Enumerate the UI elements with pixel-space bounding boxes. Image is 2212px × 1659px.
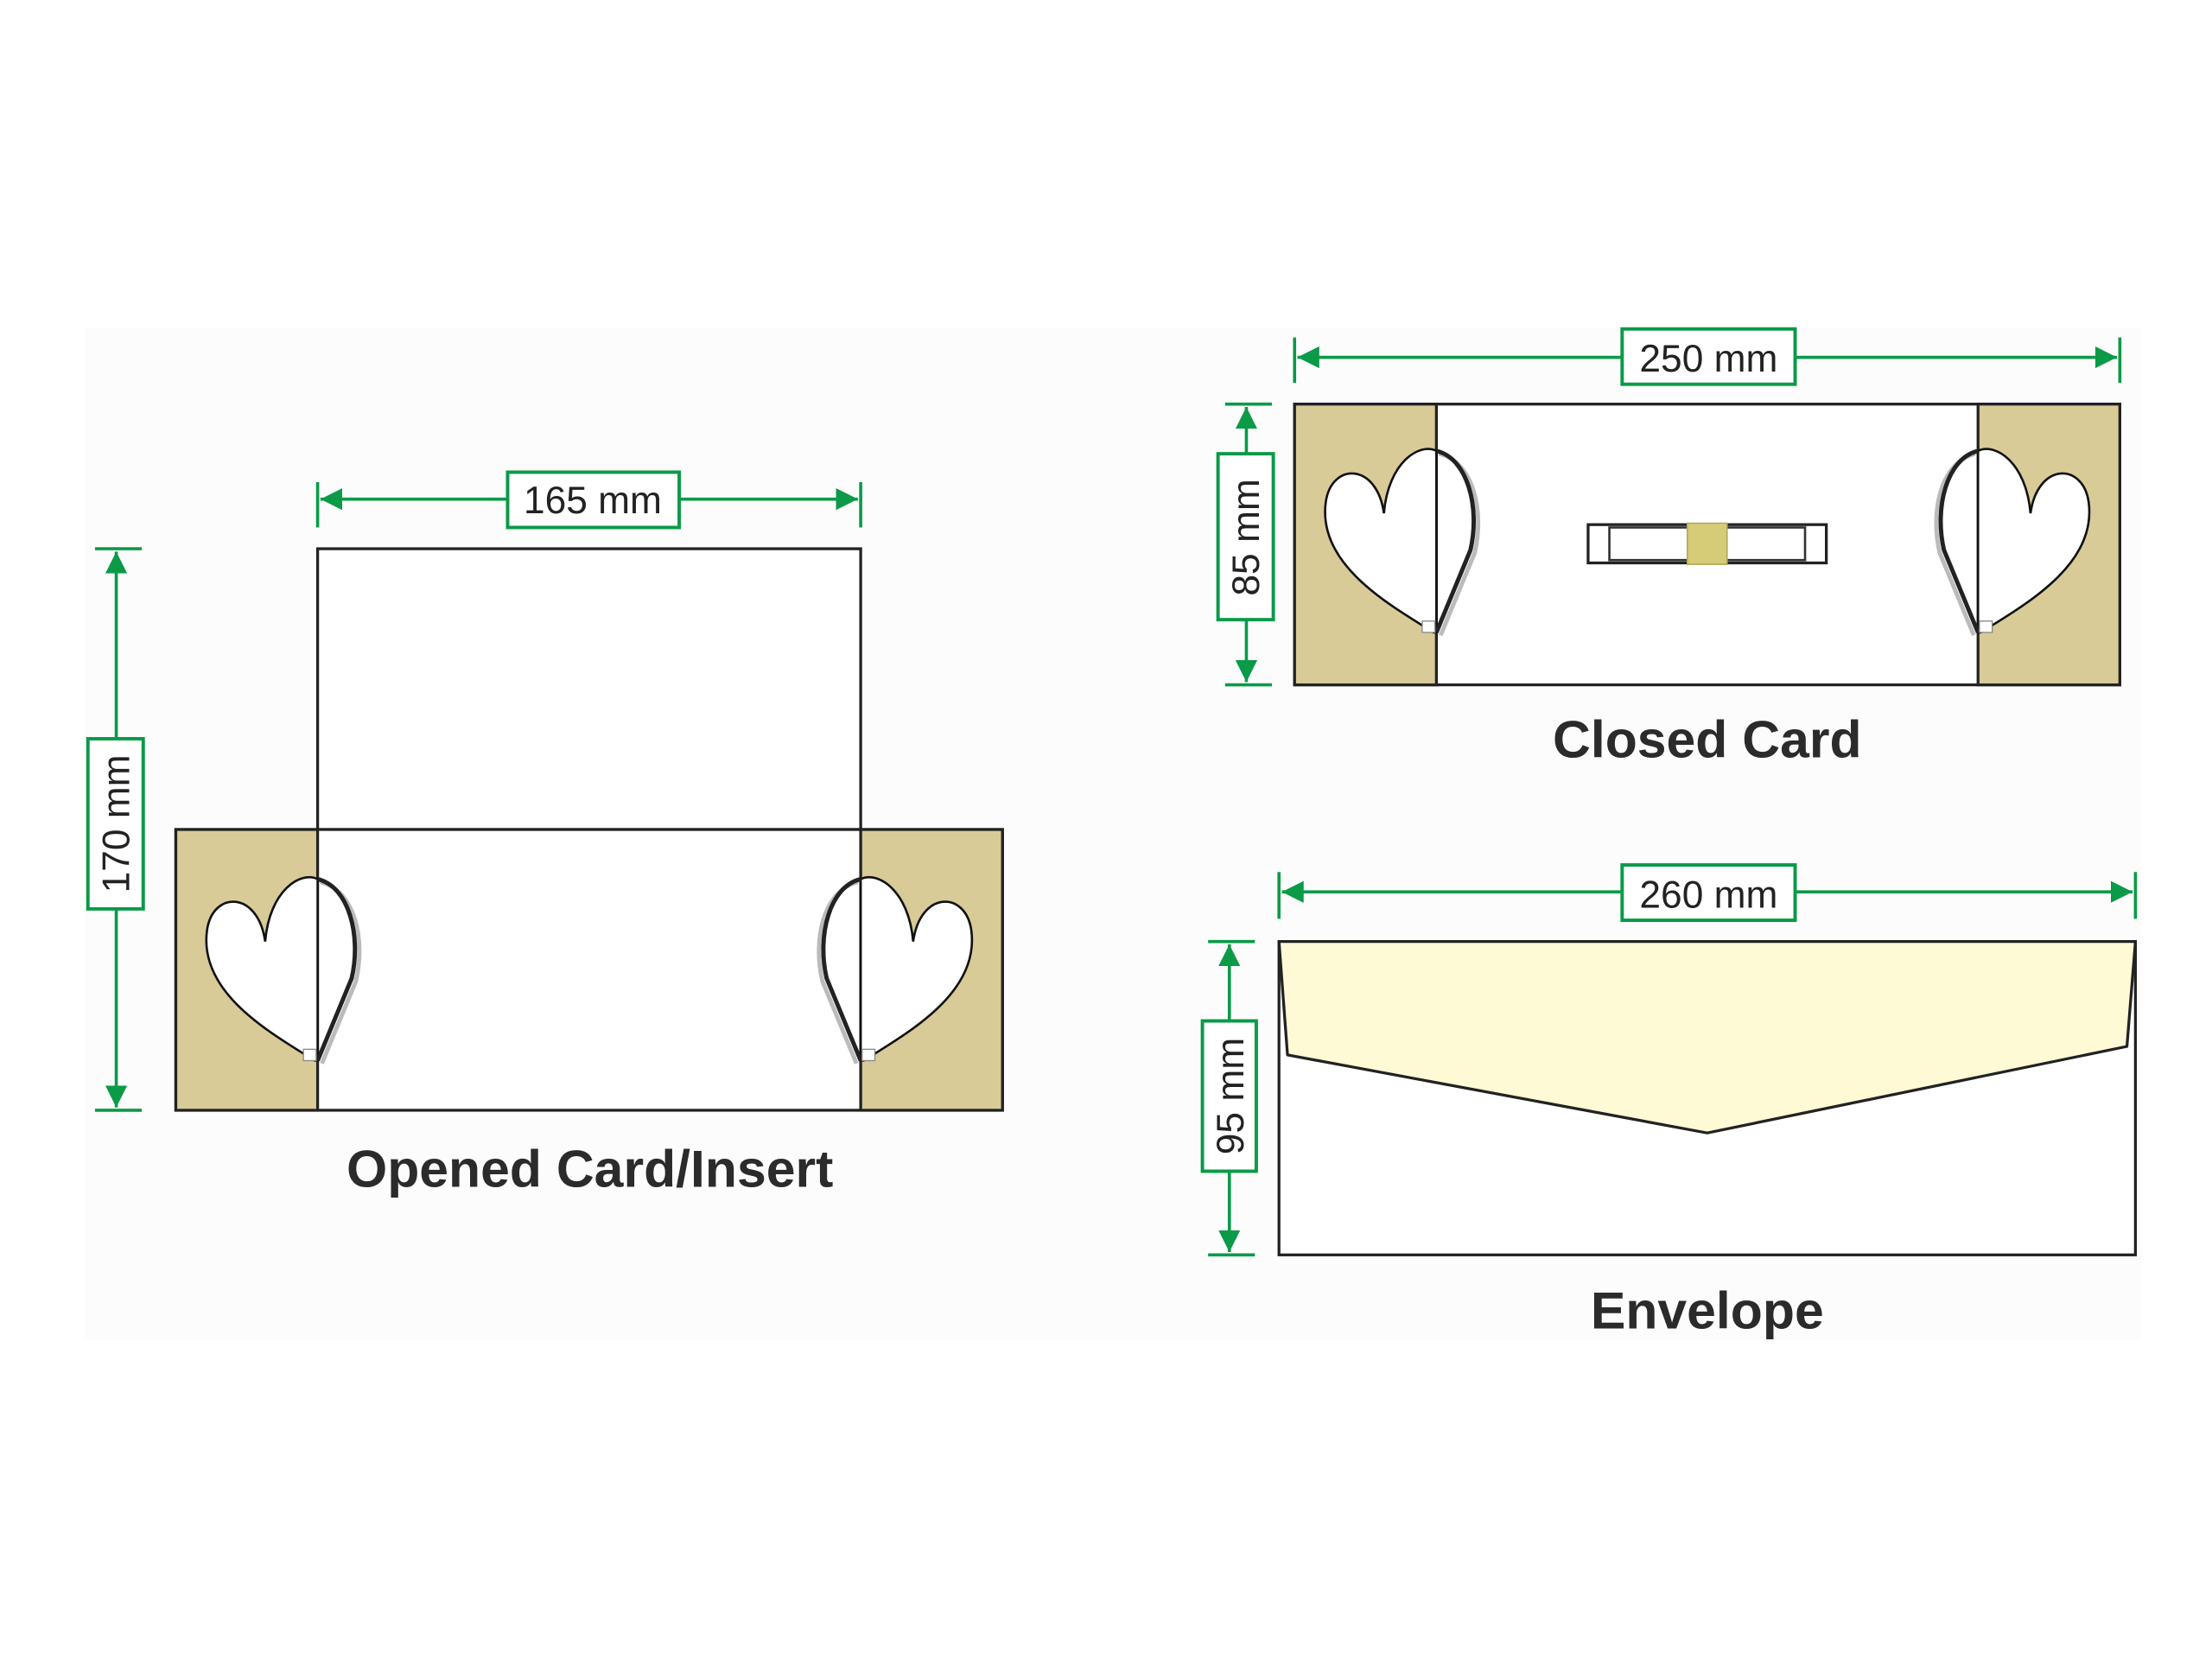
opened-card-title: Opened Card/Insert — [346, 1140, 833, 1198]
envelope-title: Envelope — [1591, 1281, 1824, 1340]
envelope-width-dimension: 260 mm — [1277, 863, 2138, 922]
opened-card-width-label: 165 mm — [524, 480, 662, 522]
envelope — [1277, 940, 2138, 1256]
opened-card-height-label: 170 mm — [95, 754, 137, 893]
closed-card-height-dimension: 85 mm — [1216, 402, 1275, 687]
envelope-flap — [1277, 940, 2138, 1135]
opened-card-width-dimension: 165 mm — [315, 470, 862, 530]
closed-card-title: Closed Card — [1553, 709, 1862, 768]
envelope-height-label: 95 mm — [1210, 1038, 1252, 1154]
envelope-width-label: 260 mm — [1639, 874, 1777, 916]
closed-card-height-label: 85 mm — [1225, 479, 1268, 595]
closed-card-width-dimension: 250 mm — [1293, 327, 2122, 386]
opened-card-top-panel — [315, 547, 862, 831]
envelope-height-dimension: 95 mm — [1200, 939, 1258, 1257]
closed-card — [1293, 403, 2121, 687]
closed-card-width-label: 250 mm — [1639, 338, 1777, 380]
opened-card — [174, 547, 1004, 1112]
ribbon-icon — [1586, 522, 1828, 565]
opened-card-height-dimension: 170 mm — [86, 547, 145, 1112]
